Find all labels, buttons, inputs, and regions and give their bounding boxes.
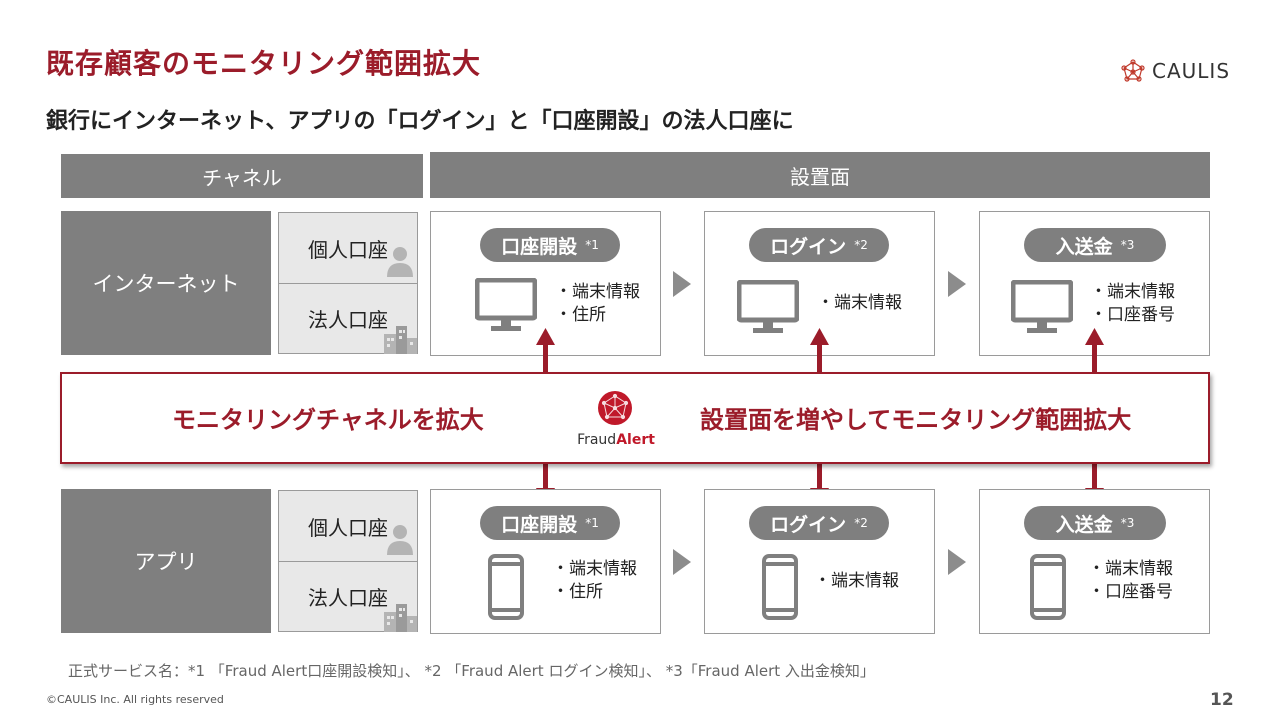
info-list: ・端末情報 ・口座番号 [1088, 558, 1173, 604]
flow-arrow-icon [948, 271, 966, 297]
building-icon [384, 326, 417, 354]
alert-word: Alert [616, 432, 655, 448]
corporate-account-cell: 法人口座 [278, 283, 418, 354]
logo-text: CAULIS [1152, 59, 1231, 83]
smartphone-icon [488, 554, 524, 620]
info-list: ・端末情報 ・住所 [552, 558, 637, 604]
personal-account-label: 個人口座 [308, 515, 388, 540]
pill-label: 口座開設 [501, 513, 578, 536]
info-item: ・口座番号 [1088, 582, 1173, 602]
flow-arrow-icon [948, 549, 966, 575]
info-item: ・住所 [555, 305, 606, 325]
placement-header: 設置面 [430, 152, 1210, 198]
fraud-alert-icon [598, 391, 632, 425]
flow-arrow-icon [673, 549, 691, 575]
copyright: ©CAULIS Inc. All rights reserved [46, 693, 224, 706]
page-subtitle: 銀行にインターネット、アプリの「ログイン」と「口座開設」の法人口座に [46, 109, 794, 134]
info-item: ・端末情報 [552, 559, 637, 579]
band-right-text: 設置面を増やしてモニタリング範囲拡大 [700, 406, 1132, 434]
fraud-alert-logo: FraudAlert [575, 385, 657, 453]
label-account-opening: 口座開設 *1 [480, 506, 620, 540]
footnote: 正式サービス名：*1 「Fraud Alert口座開設検知」、 *2 「Frau… [68, 662, 875, 680]
pill-note: *1 [585, 238, 599, 252]
label-transfer: 入送金 *3 [1024, 228, 1166, 262]
person-icon [387, 525, 413, 555]
info-item: ・口座番号 [1090, 305, 1175, 325]
info-list: ・端末情報 [814, 570, 899, 593]
building-icon [384, 604, 417, 632]
pill-note: *3 [1120, 516, 1135, 530]
corporate-account-label: 法人口座 [308, 586, 388, 610]
fraud-word: Fraud [577, 432, 617, 448]
channel-app: アプリ [61, 489, 271, 633]
monitor-icon [475, 278, 537, 331]
caulis-logo-icon [1121, 59, 1145, 82]
pill-label: ログイン [770, 513, 847, 536]
label-login: ログイン *2 [749, 228, 889, 262]
flow-arrow-icon [673, 271, 691, 297]
caulis-logo: CAULIS [1120, 58, 1230, 84]
pill-label: ログイン [770, 235, 847, 258]
channel-header: チャネル [61, 154, 423, 198]
pill-note: *3 [1120, 238, 1135, 252]
monitor-icon [737, 280, 799, 333]
label-login: ログイン *2 [749, 506, 889, 540]
pill-note: *2 [854, 238, 868, 252]
band-left-text: モニタリングチャネルを拡大 [172, 406, 484, 434]
pill-note: *1 [585, 516, 599, 530]
info-item: ・端末情報 [555, 282, 640, 302]
page-number: 12 [1210, 690, 1234, 710]
smartphone-icon [1030, 554, 1066, 620]
info-list: ・端末情報 [817, 292, 902, 315]
monitor-icon [1011, 280, 1073, 333]
label-account-opening: 口座開設 *1 [480, 228, 620, 262]
info-item: ・住所 [552, 582, 603, 602]
channel-internet: インターネット [61, 211, 271, 355]
fraud-alert-wordmark: FraudAlert [575, 432, 657, 448]
pill-label: 口座開設 [501, 235, 578, 258]
info-list: ・端末情報 ・住所 [555, 281, 640, 327]
personal-account-label: 個人口座 [308, 237, 388, 262]
pill-label: 入送金 [1055, 235, 1113, 258]
info-list: ・端末情報 ・口座番号 [1090, 281, 1175, 327]
corporate-account-label: 法人口座 [308, 308, 388, 332]
info-item: ・端末情報 [817, 293, 902, 313]
pill-label: 入送金 [1055, 513, 1113, 536]
label-transfer: 入送金 *3 [1024, 506, 1166, 540]
page-title: 既存顧客のモニタリング範囲拡大 [46, 47, 482, 80]
info-item: ・端末情報 [1088, 559, 1173, 579]
person-icon [387, 247, 413, 277]
smartphone-icon [762, 554, 798, 620]
pill-note: *2 [854, 516, 868, 530]
info-item: ・端末情報 [1090, 282, 1175, 302]
info-item: ・端末情報 [814, 571, 899, 591]
